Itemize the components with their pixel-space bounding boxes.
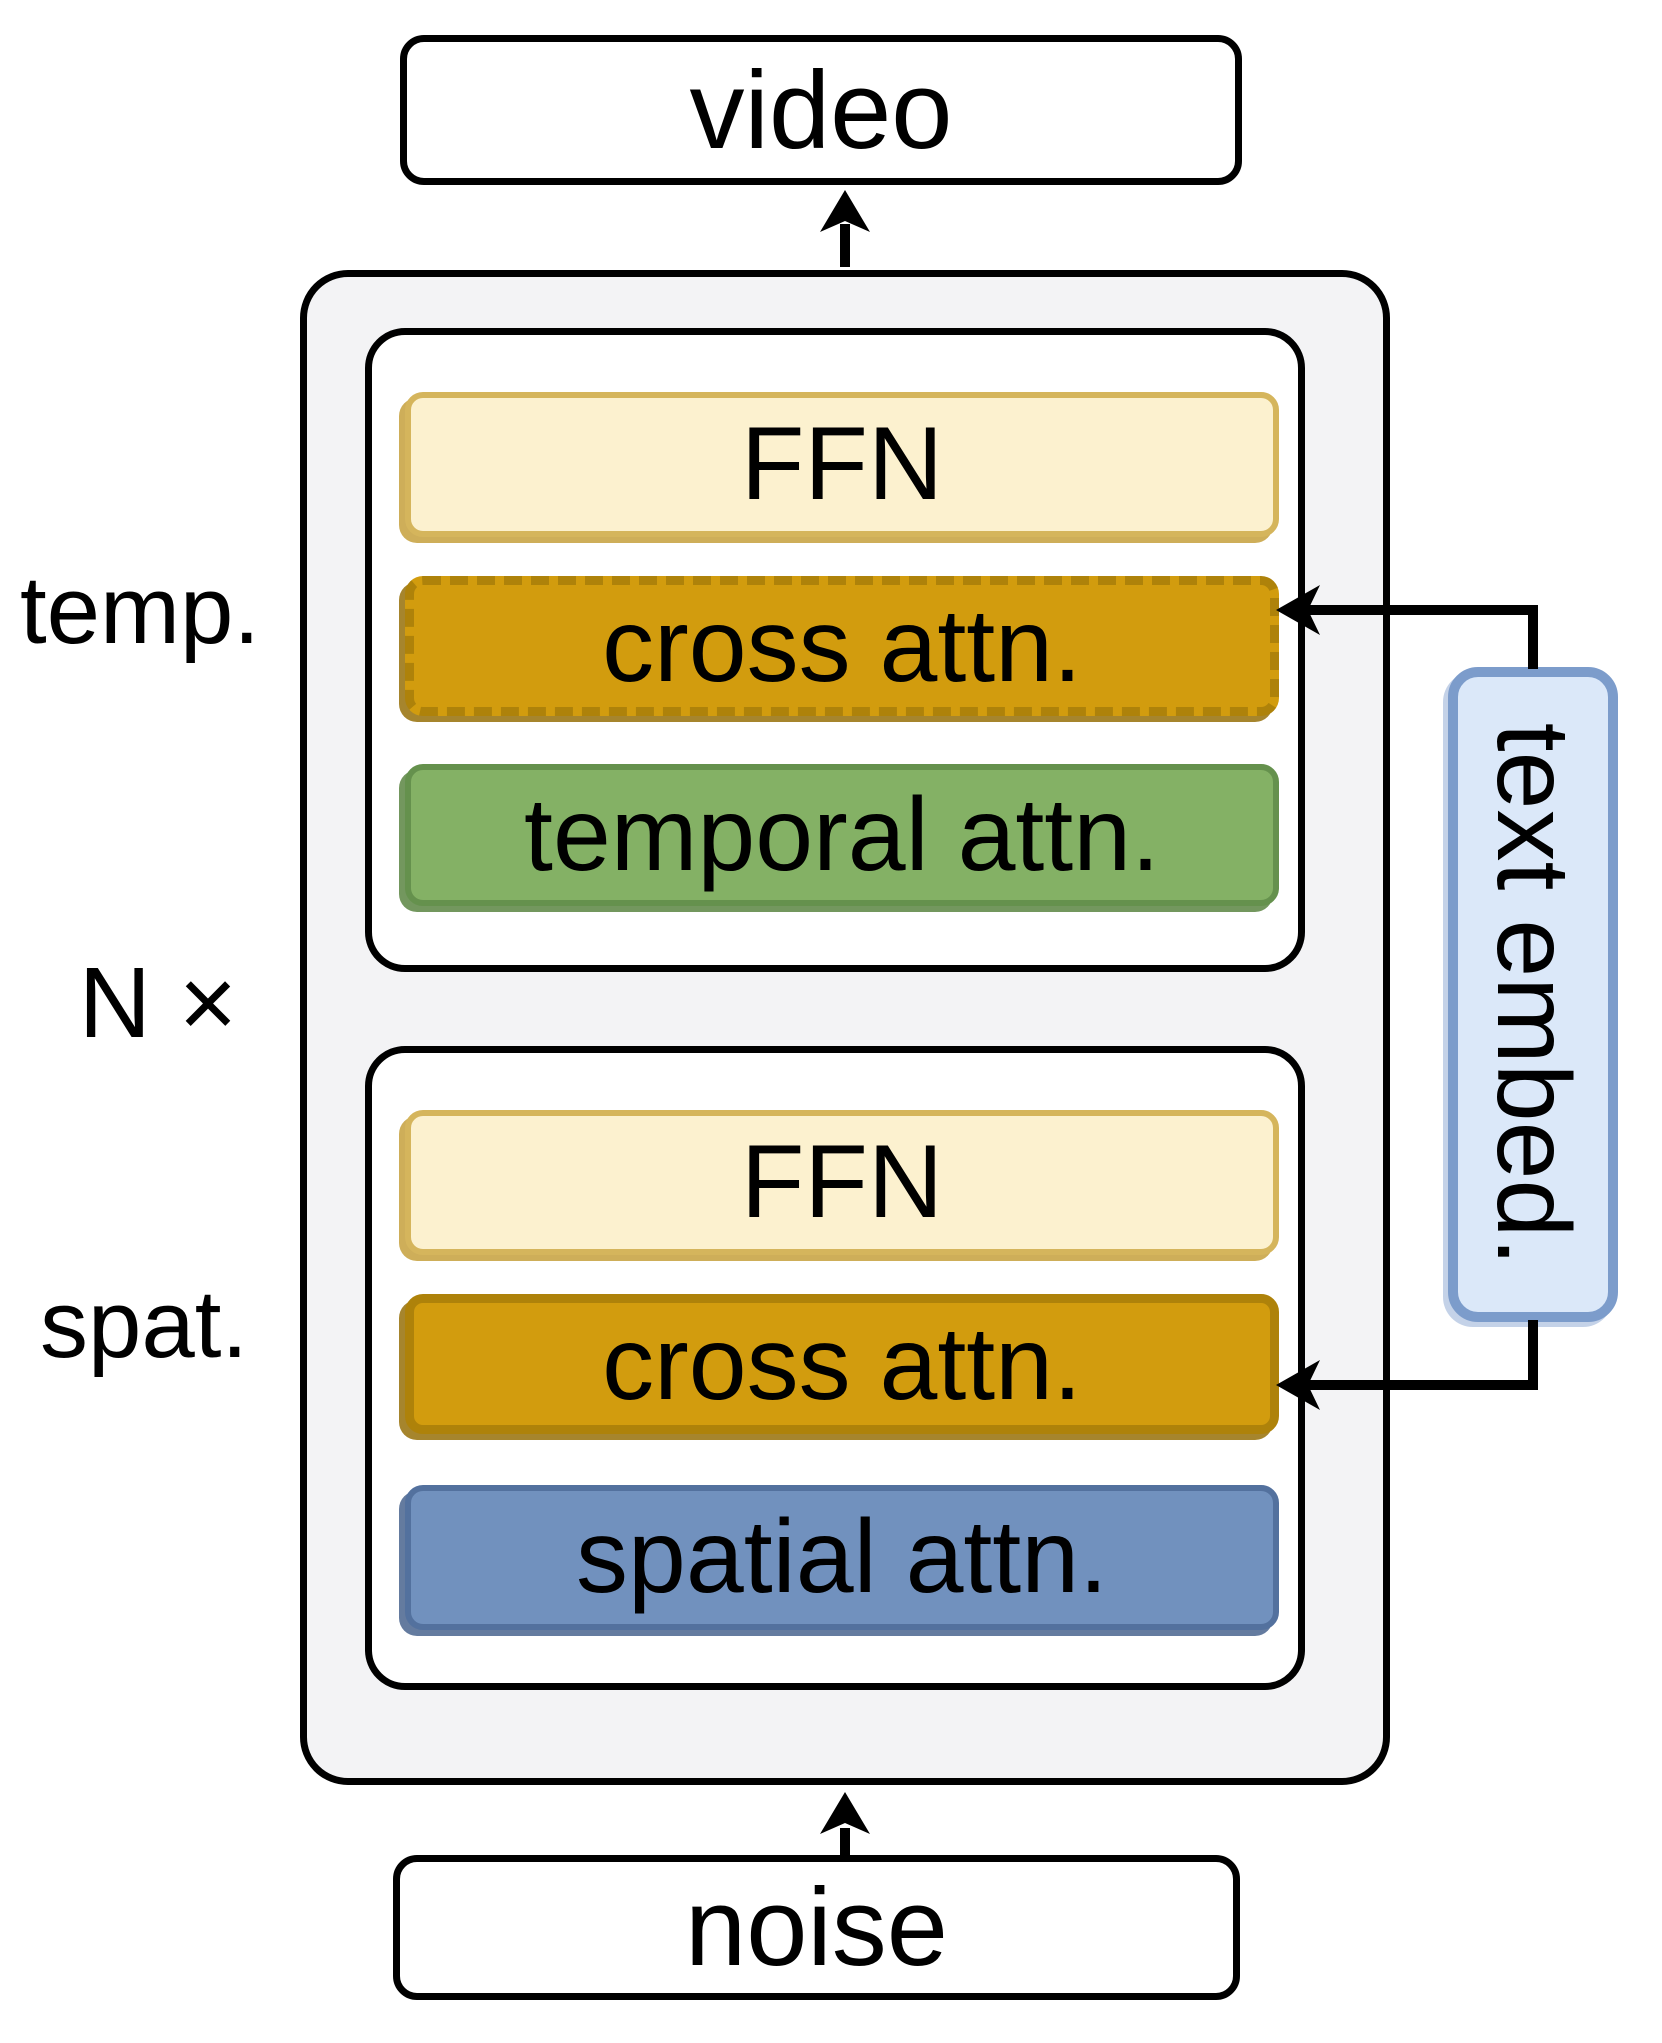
temporal-ffn-label: FFN (740, 406, 944, 522)
spatial-block-side-label: spat. (39, 1271, 249, 1378)
spatial-attn-label: spatial attn. (576, 1499, 1108, 1615)
temporal-block-side-label: temp. (19, 557, 261, 664)
text-embed-label: text embed. (1475, 722, 1592, 1267)
temporal-attn-box: temporal attn. (405, 764, 1279, 906)
spatial-cross-attn-box: cross attn. (405, 1294, 1279, 1434)
spatial-ffn-box: FFN (405, 1110, 1279, 1255)
text-embed-box: text embed. (1448, 667, 1618, 1322)
spatial-attn-box: spatial attn. (405, 1485, 1279, 1630)
spatial-block: FFN cross attn. spatial attn. (365, 1046, 1305, 1690)
spatial-cross-attn-label: cross attn. (602, 1305, 1082, 1422)
repeat-count-label: N × (78, 947, 238, 1059)
noise-input-box: noise (393, 1855, 1240, 2000)
temporal-attn-label: temporal attn. (524, 776, 1160, 893)
video-output-box: video (400, 35, 1242, 185)
noise-input-label: noise (685, 1866, 948, 1989)
temporal-cross-attn-box: cross attn. (405, 576, 1279, 716)
temporal-ffn-box: FFN (405, 392, 1279, 537)
spatial-ffn-label: FFN (740, 1124, 944, 1240)
temporal-block: FFN cross attn. temporal attn. (365, 328, 1305, 972)
arrow-from-noise (820, 1792, 870, 1857)
temporal-cross-attn-label: cross attn. (602, 587, 1082, 704)
video-output-label: video (689, 48, 953, 172)
arrow-to-video (820, 190, 870, 267)
